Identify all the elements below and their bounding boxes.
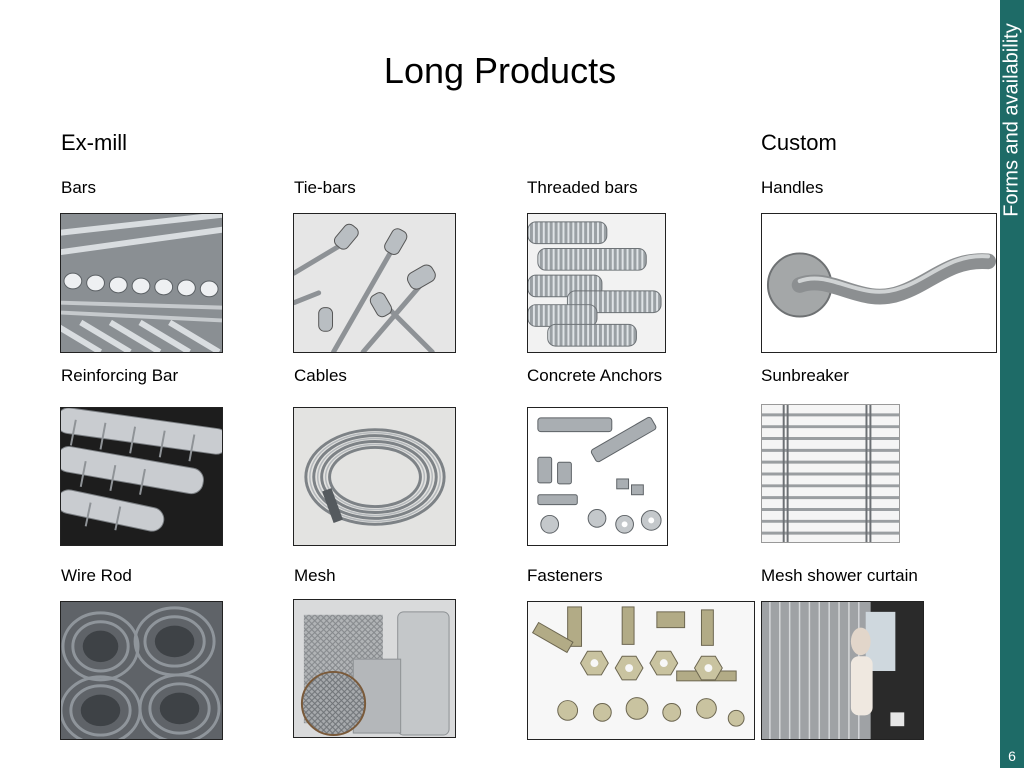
product-label-fasteners: Fasteners — [527, 566, 603, 585]
sidebar-title: Forms and availability — [1000, 23, 1023, 217]
threaded-bars-image — [527, 213, 666, 353]
wire-rod-coils-image — [60, 601, 223, 740]
product-label-cables: Cables — [294, 366, 347, 385]
product-label-mesh-shower-curtain: Mesh shower curtain — [761, 566, 918, 585]
wire-mesh-rolls-image — [293, 599, 456, 738]
product-label-sunbreaker: Sunbreaker — [761, 366, 849, 385]
product-label-reinforcing-bar: Reinforcing Bar — [61, 366, 179, 385]
product-label-concrete-anchors: Concrete Anchors — [527, 366, 663, 385]
sidebar-band: Forms and availability 6 — [1000, 0, 1024, 768]
fasteners-assortment-image — [527, 601, 755, 740]
page-title: Long Products — [383, 50, 617, 91]
product-label-mesh: Mesh — [294, 566, 336, 585]
product-label-handles: Handles — [761, 178, 824, 197]
steel-cable-coil-image — [293, 407, 456, 546]
steel-bars-image — [60, 213, 223, 353]
tie-bars-image — [293, 213, 456, 353]
product-label-threaded-bars: Threaded bars — [527, 178, 638, 197]
product-label-wire-rod: Wire Rod — [61, 566, 132, 585]
section-heading-ex-mill: Ex-mill — [61, 130, 127, 155]
product-label-bars: Bars — [61, 178, 96, 197]
sunbreaker-mesh-image — [761, 404, 900, 543]
product-label-tie-bars: Tie-bars — [294, 178, 356, 197]
mesh-shower-curtain-image — [761, 601, 924, 740]
page-number: 6 — [1008, 748, 1016, 764]
door-handle-image — [761, 213, 997, 353]
reinforcing-bar-image — [60, 407, 223, 546]
section-heading-custom: Custom — [761, 130, 837, 155]
concrete-anchors-image — [527, 407, 668, 546]
